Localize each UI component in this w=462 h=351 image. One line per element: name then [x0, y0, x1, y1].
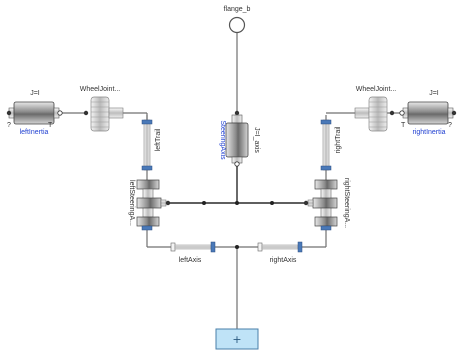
bottom-block-symbol: +: [232, 333, 241, 346]
right-trail[interactable]: rightTrail: [320, 119, 342, 171]
svg-text:T: T: [401, 122, 406, 129]
svg-text:T: T: [48, 122, 53, 129]
junction-dot: [202, 201, 206, 205]
junction-dot: [235, 201, 239, 205]
right-inertia[interactable]: J=I T ? rightInertia: [399, 90, 457, 136]
left-steering-gear[interactable]: leftSteeringA...: [128, 179, 171, 231]
right-inertia-type: J=I: [429, 90, 439, 97]
left-inertia-name: leftInertia: [20, 129, 49, 136]
junction-dot: [270, 201, 274, 205]
right-axis[interactable]: rightAxis: [257, 241, 303, 264]
bottom-block[interactable]: +: [215, 328, 259, 350]
right-wheel-joint-label: WheelJoint...: [356, 86, 397, 93]
left-inertia-type: J=I: [30, 90, 40, 97]
left-axis-label: leftAxis: [179, 257, 202, 264]
left-inertia[interactable]: J=I ? T leftInertia: [6, 90, 63, 136]
steering-axis-param: J=I_axis: [253, 127, 260, 153]
right-steering-gear[interactable]: rightSteeringA...: [303, 178, 350, 231]
junction-dot: [235, 245, 239, 249]
flange-b-label: flange_b: [224, 6, 251, 13]
right-inertia-name: rightInertia: [412, 129, 445, 136]
left-axis[interactable]: leftAxis: [170, 241, 216, 264]
left-trail[interactable]: leftTrail: [141, 119, 162, 171]
left-trail-label: leftTrail: [155, 128, 162, 151]
left-wheel-joint[interactable]: WheelJoint...: [80, 86, 124, 132]
right-trail-label: rightTrail: [335, 126, 342, 153]
svg-text:?: ?: [7, 122, 11, 129]
left-steering-gear-label: leftSteeringA...: [128, 180, 135, 226]
right-wheel-joint[interactable]: WheelJoint...: [354, 86, 397, 132]
right-steering-gear-label: rightSteeringA...: [343, 178, 350, 228]
right-axis-label: rightAxis: [270, 257, 297, 264]
steering-axis-name: SteeringAxis: [219, 120, 226, 160]
flange-b[interactable]: flange_b: [224, 6, 251, 34]
left-wheel-joint-label: WheelJoint...: [80, 86, 121, 93]
steering-axis[interactable]: SteeringAxis J=I_axis: [219, 110, 260, 167]
svg-text:?: ?: [448, 122, 452, 129]
